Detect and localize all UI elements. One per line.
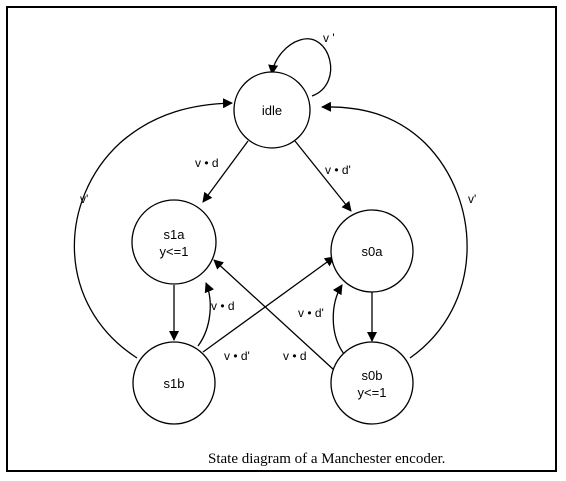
label-s1b-to-idle: v' — [80, 192, 88, 206]
edge-s0b-to-idle — [321, 101, 468, 359]
label-idle-to-s1a: v • d — [195, 156, 219, 170]
edge-s1b-to-s0a — [202, 256, 335, 353]
edge-s1b-to-s1a — [197, 282, 215, 347]
edge-s0b-to-s0a — [332, 284, 345, 355]
edge-s1b-to-idle — [73, 98, 233, 359]
state-s0a-label: s0a — [362, 244, 384, 259]
state-s0b-output: y<=1 — [358, 385, 387, 400]
state-idle — [233, 71, 311, 149]
edge-idle-self — [268, 38, 332, 97]
state-s0b — [330, 341, 414, 425]
state-s1a — [131, 199, 217, 285]
state-idle-label: idle — [262, 103, 282, 118]
state-s1a-output: y<=1 — [160, 244, 189, 259]
label-s1b-to-s0a: v • d' — [224, 349, 250, 363]
label-idle-to-s0a: v • d' — [325, 163, 351, 177]
state-s1b-label: s1b — [164, 376, 185, 391]
edge-idle-to-s0a — [294, 140, 352, 212]
label-s0b-to-idle: v' — [468, 192, 476, 206]
label-s0b-to-s1a: v • d — [283, 349, 307, 363]
label-s0b-to-s0a: v • d' — [298, 306, 324, 320]
figure-caption: State diagram of a Manchester encoder. — [208, 451, 446, 467]
state-s0b-label: s0b — [362, 368, 383, 383]
edge-s0b-to-s1a — [213, 259, 335, 371]
edge-idle-to-s1a — [202, 140, 249, 203]
state-s1b — [132, 341, 216, 425]
label-s1b-to-s1a: v • d — [211, 299, 235, 313]
state-s0a — [330, 209, 414, 293]
label-idle-self: v ' — [323, 31, 335, 45]
state-s1a-label: s1a — [164, 227, 186, 242]
